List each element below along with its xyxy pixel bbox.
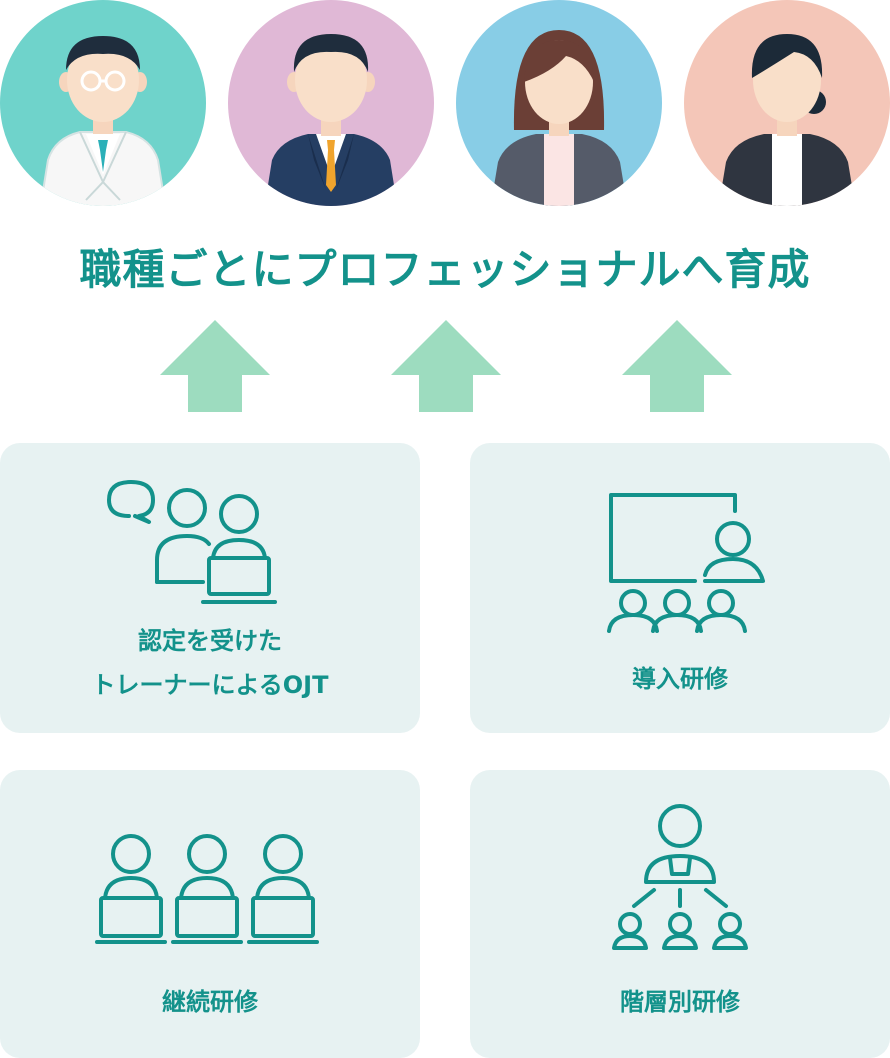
card-level-based-training: 階層別研修 bbox=[470, 770, 890, 1058]
card-label: 認定を受けた bbox=[138, 627, 282, 655]
avatar-woman-bun bbox=[684, 0, 890, 206]
card-label: 階層別研修 bbox=[620, 988, 740, 1016]
card-continuous-training: 継続研修 bbox=[0, 770, 420, 1058]
up-arrow-icon bbox=[160, 320, 270, 412]
avatar-businessman bbox=[228, 0, 434, 206]
up-arrow-icon bbox=[391, 320, 501, 412]
avatar-woman-long-hair bbox=[456, 0, 662, 206]
card-label: 継続研修 bbox=[162, 988, 258, 1016]
card-label: トレーナーによるOJT bbox=[91, 671, 329, 699]
card-ojt: 認定を受けた トレーナーによるOJT bbox=[0, 443, 420, 733]
hierarchy-icon bbox=[612, 804, 748, 950]
avatar-row bbox=[0, 0, 890, 210]
presentation-icon bbox=[607, 493, 765, 633]
avatar-doctor bbox=[0, 0, 206, 206]
page-title: 職種ごとにプロフェッショナルへ育成 bbox=[79, 245, 811, 294]
laptop-group-icon bbox=[95, 834, 319, 944]
up-arrow-icon bbox=[622, 320, 732, 412]
card-introductory-training: 導入研修 bbox=[470, 443, 890, 733]
card-label: 導入研修 bbox=[632, 665, 728, 693]
trainer-icon bbox=[107, 480, 277, 604]
